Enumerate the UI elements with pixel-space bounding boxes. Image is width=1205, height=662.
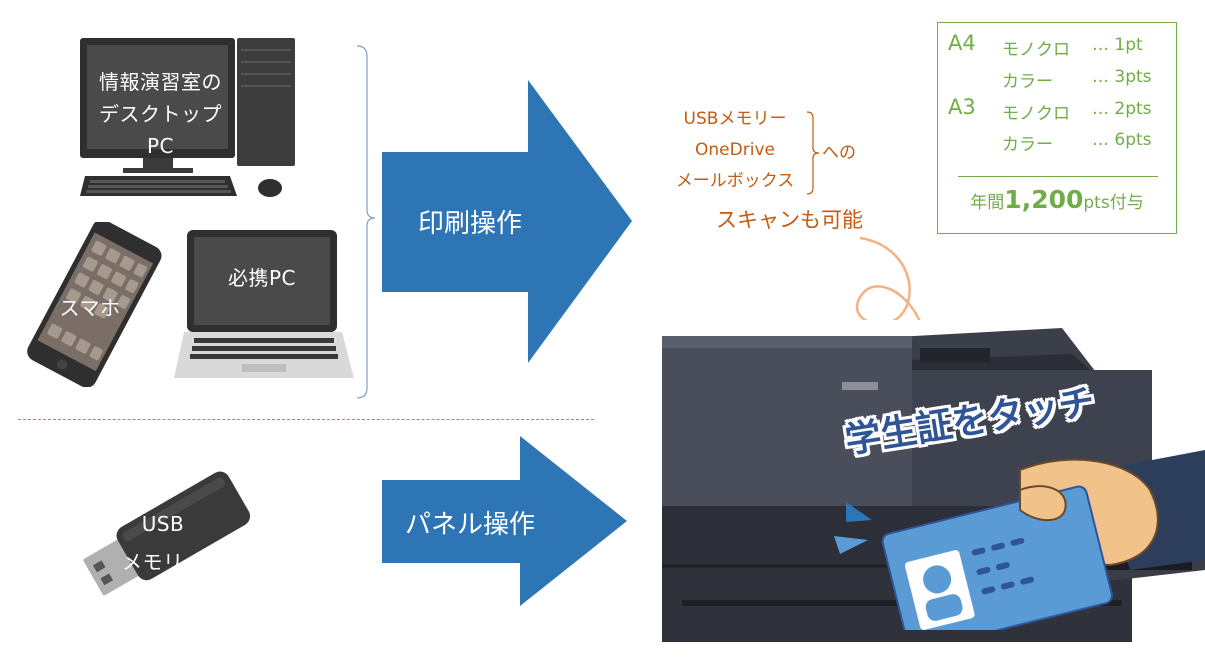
usb-memory-label-line2: メモリー xyxy=(122,550,204,574)
scan-target-onedrive: OneDrive xyxy=(695,140,775,160)
print-arrow xyxy=(382,80,632,363)
section-divider xyxy=(18,419,594,420)
pricing-mode-a4-color: カラー xyxy=(1002,72,1053,92)
scan-bracket xyxy=(805,110,825,196)
panel-arrow-label: パネル操作 xyxy=(404,510,535,540)
pricing-pts-a4-mono: … 1pt xyxy=(1092,35,1143,55)
student-card-hand-icon xyxy=(881,450,1205,652)
scan-target-usb: USBメモリー xyxy=(683,109,787,129)
bracket-icon xyxy=(806,111,820,195)
arrow-right-icon xyxy=(382,436,627,606)
pricing-annual: 年間1,200pts付与 xyxy=(938,185,1176,214)
laptop-icon xyxy=(174,230,354,378)
smartphone-icon xyxy=(27,219,162,388)
desktop-pc-icon xyxy=(80,38,295,197)
print-arrow-label: 印刷操作 xyxy=(417,209,522,239)
desktop-pc-label: 情報演習室の デスクトップPC xyxy=(88,66,233,162)
pricing-size-a4: A4 xyxy=(948,31,976,55)
pricing-mode-a3-mono: モノクロ xyxy=(1002,104,1070,124)
pricing-pts-a3-color: … 6pts xyxy=(1092,130,1152,150)
pricing-box: A4 モノクロ … 1pt カラー … 3pts A3 モノクロ … 2pts … xyxy=(937,22,1177,234)
pricing-divider xyxy=(958,176,1158,177)
desktop-pc-label-line2: デスクトップPC xyxy=(99,102,222,158)
student-id-card xyxy=(870,450,1205,652)
usb-memory-label-line1: USB xyxy=(141,512,185,536)
triangle-indicator-icon xyxy=(834,502,872,554)
scan-caption: スキャンも可能 xyxy=(716,208,863,232)
pricing-mode-a3-color: カラー xyxy=(1002,135,1053,155)
pricing-pts-a3-mono: … 2pts xyxy=(1092,99,1152,119)
desktop-pc xyxy=(75,36,305,206)
pricing-size-a3: A3 xyxy=(948,95,976,119)
panel-arrow xyxy=(382,436,627,606)
device-bracket xyxy=(355,44,380,400)
arrow-right-icon xyxy=(382,80,632,363)
desktop-pc-label-line1: 情報演習室の xyxy=(99,70,222,94)
laptop-label: 必携PC xyxy=(227,266,297,290)
usb-memory-icon xyxy=(83,471,251,596)
touch-indicator xyxy=(828,498,878,558)
pricing-annual-value: 1,200 xyxy=(1004,185,1084,214)
pricing-pts-a4-color: … 3pts xyxy=(1092,67,1152,87)
smartphone-label: スマホ xyxy=(59,296,121,320)
smartphone xyxy=(18,219,168,388)
usb-memory xyxy=(72,462,252,612)
pricing-annual-suffix: pts付与 xyxy=(1083,193,1144,213)
scan-targets: USBメモリー OneDrive メールボックス xyxy=(660,104,810,197)
scan-target-mailbox: メールボックス xyxy=(675,171,795,191)
usb-memory-label: USB メモリー xyxy=(108,508,218,578)
bracket-icon xyxy=(356,45,376,399)
pricing-annual-prefix: 年間 xyxy=(970,193,1005,213)
scan-to-label: への xyxy=(822,143,856,163)
laptop xyxy=(172,228,357,383)
pricing-mode-a4-mono: モノクロ xyxy=(1002,40,1070,60)
